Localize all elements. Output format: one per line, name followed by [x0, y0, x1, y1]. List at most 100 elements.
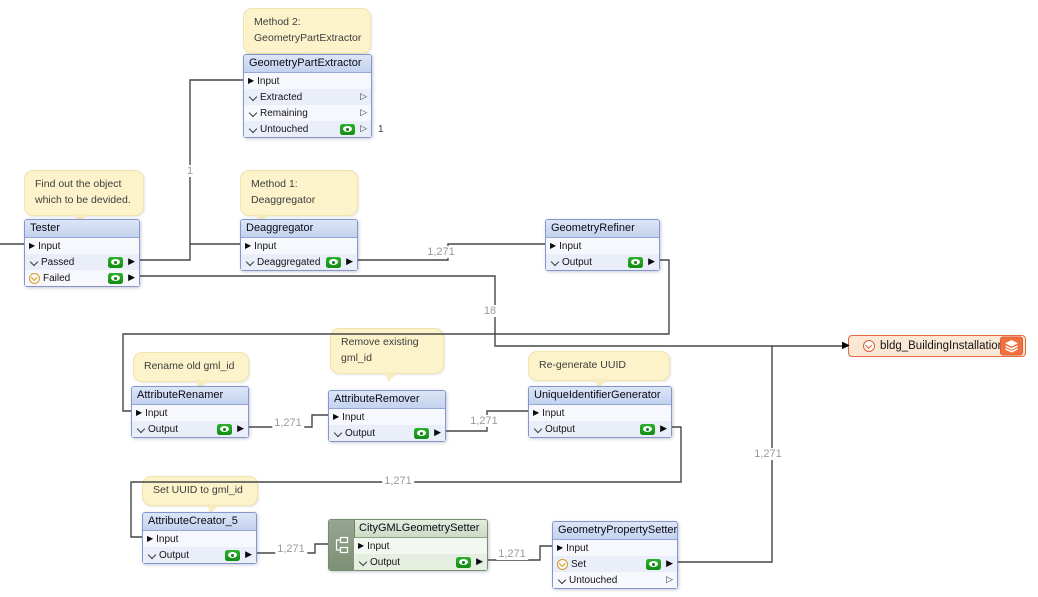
input-port-arrow-icon[interactable]: ▶	[557, 543, 564, 552]
connection-wire[interactable]	[488, 545, 552, 561]
output-port-arrow-icon[interactable]: ▶	[434, 427, 441, 438]
node-title: UniqueIdentifierGenerator	[529, 387, 671, 405]
input-port-arrow-icon[interactable]: ▶	[842, 340, 850, 351]
linked-transformer-icon	[329, 520, 355, 570]
output-port-arrow-icon[interactable]: ▶	[346, 256, 353, 267]
chevron-down-icon[interactable]	[248, 93, 257, 102]
port-label: Untouched	[260, 123, 309, 135]
feature-cache-eye-icon[interactable]	[340, 123, 356, 135]
output-port-arrow-icon[interactable]: ▷	[360, 123, 367, 134]
node-port-row-untouched: Untouched ▷	[553, 572, 677, 588]
chevron-down-icon[interactable]	[550, 258, 559, 267]
feature-cache-eye-icon[interactable]	[414, 427, 430, 439]
chevron-down-icon[interactable]	[358, 558, 367, 567]
output-port-arrow-icon[interactable]: ▷	[666, 574, 673, 585]
output-port-arrow-icon[interactable]: ▶	[128, 256, 135, 267]
feature-cache-eye-icon[interactable]	[646, 558, 662, 570]
output-port-arrow-icon[interactable]: ▷	[360, 91, 367, 102]
chevron-down-icon[interactable]	[248, 125, 257, 134]
chevron-down-icon[interactable]	[557, 576, 566, 585]
annotation-method1[interactable]: Method 1:Deaggregator	[240, 170, 358, 224]
input-port-arrow-icon[interactable]: ▶	[333, 412, 340, 421]
feature-cache-eye-icon[interactable]	[326, 256, 342, 268]
node-port-row-output: Output ▶	[143, 547, 256, 563]
input-port-arrow-icon[interactable]: ▶	[147, 534, 154, 543]
feature-cache-eye-icon[interactable]	[640, 423, 656, 435]
node-port-row-output: Output▶	[132, 421, 248, 437]
node-title: GeometryPartExtractor	[244, 55, 371, 73]
annotation-set-uuid-to-gmlid[interactable]: Set UUID to gml_id	[142, 476, 258, 514]
feature-cache-eye-icon[interactable]	[628, 256, 644, 268]
feature-cache-eye-icon[interactable]	[225, 549, 241, 561]
output-port-arrow-icon[interactable]: ▶	[476, 556, 483, 567]
node-port-row-input: ▶Input	[553, 540, 677, 556]
chevron-down-icon[interactable]	[533, 425, 542, 434]
input-port-arrow-icon[interactable]: ▶	[29, 241, 36, 250]
connection-wire[interactable]	[678, 346, 773, 563]
annotation-regenerate-uuid[interactable]: Re-generate UUID	[528, 351, 670, 389]
annotation-text: Find out the object	[35, 178, 122, 190]
input-port-arrow-icon[interactable]: ▶	[245, 241, 252, 250]
output-port-arrow-icon[interactable]: ▷	[360, 107, 367, 118]
node-port-row-set: Set▶	[553, 556, 677, 572]
annotation-text: GeometryPartExtractor	[254, 31, 362, 44]
node-port-row-output: Output▶	[546, 254, 659, 270]
chevron-down-icon[interactable]	[333, 429, 342, 438]
chevron-down-icon[interactable]	[245, 258, 254, 267]
output-port-arrow-icon[interactable]: ▶	[245, 549, 252, 560]
feature-cache-eye-icon[interactable]	[108, 256, 124, 268]
input-port-arrow-icon[interactable]: ▶	[550, 241, 557, 250]
feature-type-node-bldg_BuildingInstallation[interactable]: ▶ bldg_BuildingInstallation	[842, 335, 1026, 357]
input-port-arrow-icon[interactable]: ▶	[248, 76, 255, 85]
input-port-arrow-icon[interactable]: ▶	[136, 408, 143, 417]
chevron-down-icon[interactable]	[136, 425, 145, 434]
chevron-down-icon[interactable]	[147, 551, 156, 560]
output-port-arrow-icon[interactable]: ▶	[237, 423, 244, 434]
port-label: Untouched	[569, 574, 618, 586]
annotation-method2[interactable]: Method 2:GeometryPartExtractor	[243, 8, 371, 62]
port-label: Extracted	[260, 91, 303, 103]
output-port-arrow-icon[interactable]: ▶	[128, 272, 135, 283]
output-port-arrow-icon[interactable]: ▶	[660, 423, 667, 434]
node-port-row-input: ▶Input	[529, 405, 671, 421]
node-title: GeometryRefiner	[546, 220, 659, 238]
feature-type-label: bldg_BuildingInstallation	[880, 340, 1005, 352]
port-label: Failed	[43, 272, 71, 284]
connection-wire[interactable]	[122, 259, 670, 412]
node-title: Tester	[25, 220, 139, 238]
port-status-circle-icon	[29, 272, 40, 284]
annotation-text: Re-generate UUID	[539, 359, 626, 371]
chevron-down-icon[interactable]	[29, 258, 38, 267]
feature-count-label: 1,271	[272, 417, 304, 429]
input-port-arrow-icon[interactable]: ▶	[533, 408, 540, 417]
feature-count-label: 1,271	[468, 415, 500, 427]
node-port-row-passed: Passed▶	[25, 254, 139, 270]
port-label: Input	[254, 240, 277, 252]
node-port-row-remaining: Remaining▷	[244, 105, 371, 121]
output-port-arrow-icon[interactable]: ▶	[666, 558, 673, 569]
chevron-down-icon[interactable]	[248, 109, 257, 118]
node-port-row-untouched: Untouched▷1	[244, 121, 384, 137]
annotation-rename-old-gmlid[interactable]: Rename old gml_id	[133, 352, 249, 390]
port-label: Output	[159, 549, 190, 561]
node-port-row-deaggregated: Deaggregated▶	[241, 254, 357, 270]
output-port-arrow-icon[interactable]: ▶	[648, 256, 655, 267]
feature-cache-eye-icon[interactable]	[108, 272, 124, 284]
input-port-arrow-icon[interactable]: ▶	[358, 541, 365, 550]
annotation-tail	[75, 213, 88, 224]
feature-cache-eye-icon[interactable]	[456, 556, 472, 568]
feature-cache-eye-icon[interactable]	[217, 423, 233, 435]
